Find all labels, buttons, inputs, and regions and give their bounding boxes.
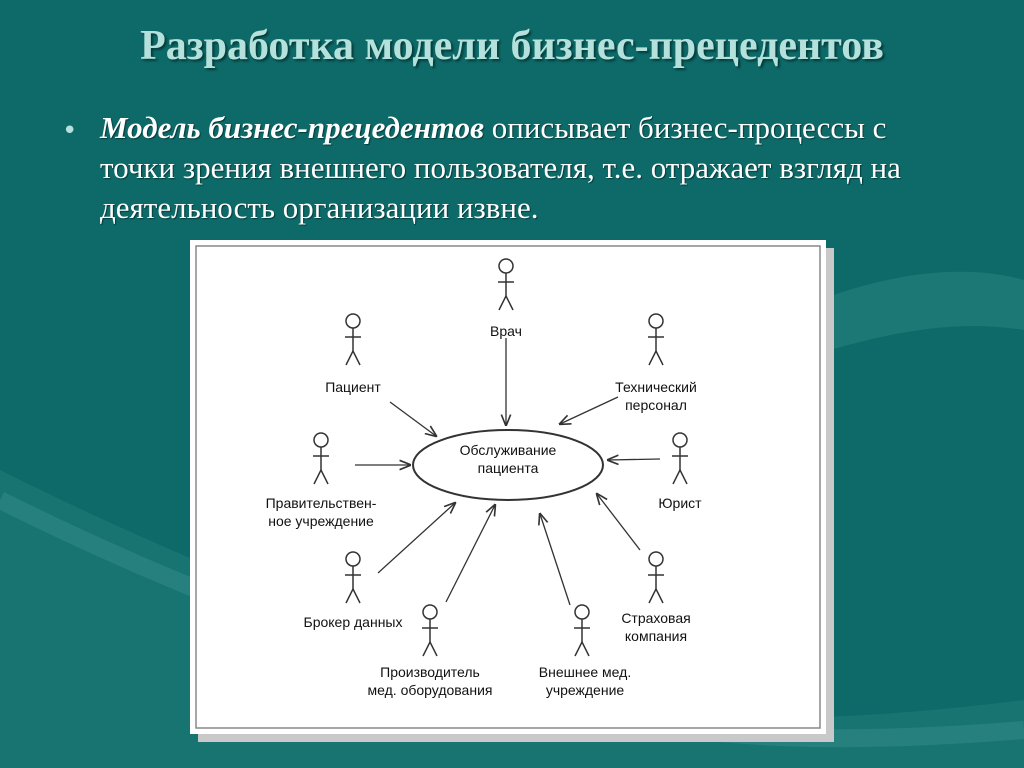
actor-strah-label-line1: Страховая	[621, 610, 690, 626]
bullet-marker: •	[62, 116, 78, 146]
actor-tech-figure	[648, 313, 664, 366]
actor-pacient-label: Пациент	[325, 379, 381, 395]
actor-yurist: Юрист	[658, 432, 702, 511]
use-case-label-line2: пациента	[478, 460, 539, 476]
arrow-yurist	[608, 459, 661, 460]
bullet-line1: описывает бизнес-процессы с	[484, 110, 887, 145]
bullet-term: Модель бизнес-прецедентов	[100, 110, 484, 145]
actor-pacient-figure	[345, 313, 361, 366]
use-case-ellipse	[412, 429, 604, 501]
actor-tech-label-line1: Технический	[615, 379, 697, 395]
arrow-proizv	[445, 505, 495, 603]
actor-strah-label-line2: компания	[625, 628, 687, 644]
actor-pacient: Пациент	[325, 313, 381, 395]
arrow-tech	[560, 396, 619, 424]
actor-vrach-label: Врач	[490, 323, 522, 339]
actor-gov-figure	[313, 432, 329, 485]
diagram-frame	[195, 245, 821, 729]
slide-title: Разработка модели бизнес-прецедентов	[140, 23, 884, 69]
actor-gov-label-line2: ное учреждение	[268, 513, 374, 529]
actor-yurist-label: Юрист	[658, 495, 702, 511]
actor-proizv: Производитель мед. оборудования	[368, 604, 493, 698]
bullet-item: • Модель бизнес-прецедентов описывает би…	[62, 108, 982, 228]
bullet-line2: точки зрения внешнего пользователя, т.е.…	[100, 150, 901, 185]
actor-broker: Брокер данных	[304, 551, 403, 630]
actor-proizv-label-line1: Производитель	[380, 664, 480, 680]
actor-proizv-label-line2: мед. оборудования	[368, 682, 493, 698]
actor-broker-figure	[345, 551, 361, 604]
actor-vnesh-label-line2: учреждение	[546, 682, 625, 698]
bullet-text: Модель бизнес-прецедентов описывает бизн…	[100, 108, 982, 228]
actor-yurist-figure	[672, 432, 688, 485]
bullet-line3: деятельность организации извне.	[100, 190, 539, 225]
use-case-diagram: Обслуживание пациента Врач Пациент	[190, 240, 826, 734]
actor-vrach: Врач	[490, 258, 522, 339]
arrow-strah	[597, 494, 641, 551]
arrow-pacient	[389, 401, 436, 436]
use-case-label-line1: Обслуживание	[460, 442, 557, 458]
arrow-vnesh	[540, 514, 571, 606]
actor-vnesh-label-line1: Внешнее мед.	[539, 664, 631, 680]
actor-strah-figure	[648, 551, 664, 604]
actor-tech-label-line2: персонал	[625, 397, 687, 413]
arrow-broker	[377, 503, 455, 574]
actor-broker-label: Брокер данных	[304, 614, 403, 630]
actor-gov-label-line1: Правительствен-	[266, 495, 377, 511]
actor-vnesh: Внешнее мед. учреждение	[539, 604, 631, 698]
actor-proizv-figure	[422, 604, 438, 657]
actor-vrach-figure	[498, 258, 514, 311]
actor-tech: Технический персонал	[615, 313, 697, 413]
actor-strah: Страховая компания	[621, 551, 691, 644]
actor-vnesh-figure	[574, 604, 590, 657]
actor-gov: Правительствен- ное учреждение	[266, 432, 377, 529]
